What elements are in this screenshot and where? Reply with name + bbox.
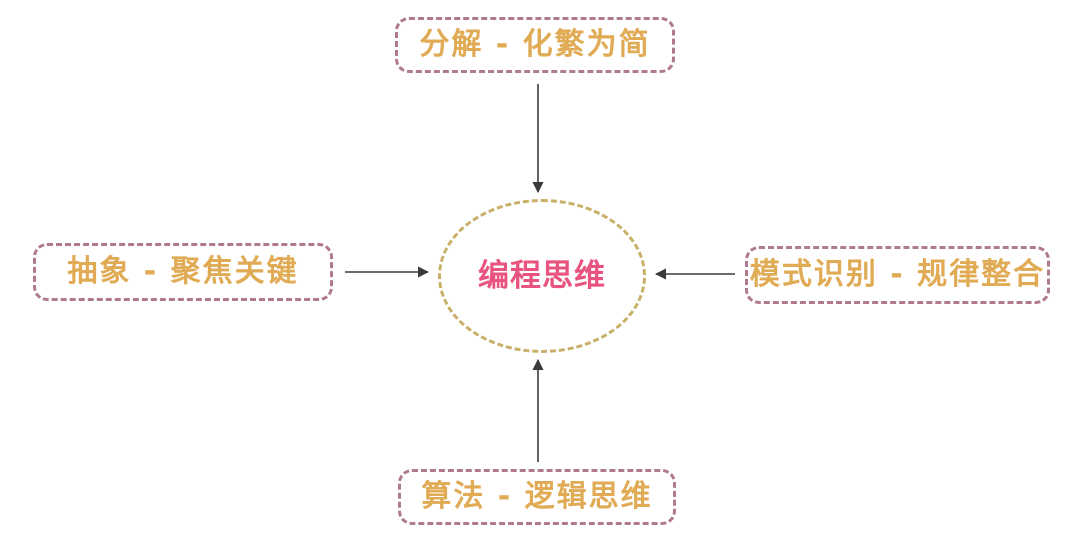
concept-box-algorithm[interactable]: 算法 - 逻辑思维 [398, 469, 676, 525]
concept-label-decomposition: 分解 - 化繁为简 [419, 27, 651, 62]
concept-box-abstraction[interactable]: 抽象 - 聚焦关键 [33, 243, 333, 301]
concept-box-decomposition[interactable]: 分解 - 化繁为简 [395, 17, 675, 73]
concept-label-pattern-recognition: 模式识别 - 规律整合 [749, 257, 1046, 292]
center-node-computational-thinking[interactable]: 编程思维 [438, 199, 646, 353]
concept-label-abstraction: 抽象 - 聚焦关键 [67, 254, 299, 289]
concept-box-pattern-recognition[interactable]: 模式识别 - 规律整合 [745, 246, 1050, 304]
center-node-label: 编程思维 [478, 257, 606, 294]
concept-label-algorithm: 算法 - 逻辑思维 [421, 479, 653, 514]
